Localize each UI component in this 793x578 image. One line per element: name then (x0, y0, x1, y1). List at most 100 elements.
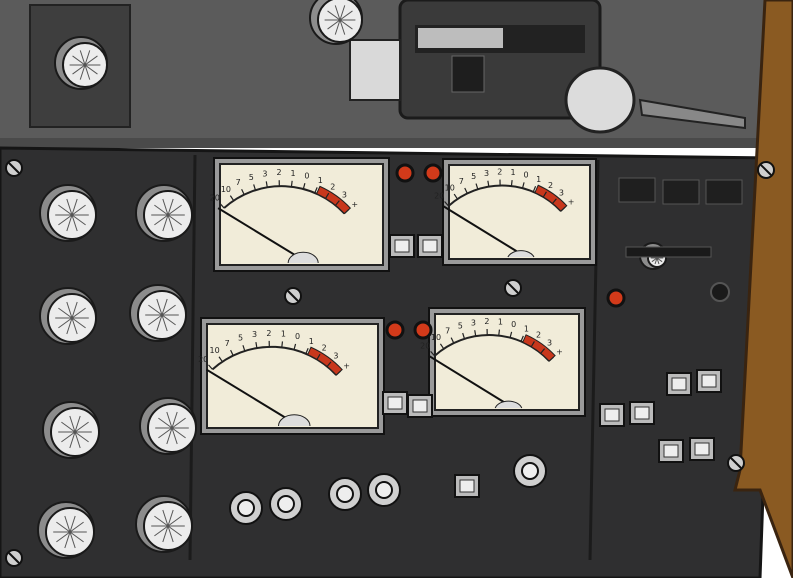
meter-tick (560, 206, 566, 212)
meter-tick (293, 343, 297, 350)
input-jack[interactable] (269, 487, 303, 521)
screw-icon (5, 549, 23, 567)
meter-tick (439, 343, 445, 350)
square-push-button[interactable] (454, 474, 480, 498)
meter-tick (230, 349, 234, 356)
meter-tick (542, 191, 547, 198)
meter-red-zone (522, 334, 556, 362)
meter-scale-label: 1 (291, 169, 296, 178)
input-jack[interactable] (328, 477, 362, 511)
meter-scale-label: 5 (458, 321, 463, 330)
meter-tick (242, 345, 246, 352)
black-button[interactable] (710, 282, 730, 302)
meter-tick (430, 350, 436, 357)
input-jack[interactable] (367, 473, 401, 507)
meter-tick (532, 186, 537, 193)
meter-needle (217, 207, 303, 260)
meter-scale-label: 3 (471, 318, 476, 327)
meter-tick (281, 341, 284, 348)
control-knob[interactable] (129, 284, 187, 342)
dark-switch[interactable] (618, 177, 656, 203)
meter-scale-label: 1 (510, 168, 515, 177)
meter-tick (540, 348, 546, 354)
meter-scale-label: 1 (318, 176, 323, 185)
square-push-button[interactable] (599, 403, 625, 427)
meter-tick (510, 180, 513, 187)
dark-switch[interactable] (705, 179, 743, 205)
meter-scale-label: 3 (333, 352, 338, 361)
red-indicator-lamp (385, 320, 405, 340)
meter-tick (219, 203, 225, 209)
meter-tick (520, 335, 524, 342)
meter-tick (290, 180, 293, 187)
control-knob[interactable] (37, 501, 95, 559)
control-knob[interactable] (42, 401, 100, 459)
meter-scale-label: 5 (238, 334, 243, 343)
control-knob[interactable] (135, 184, 193, 242)
screw-icon (284, 287, 302, 305)
square-push-button[interactable] (658, 439, 684, 463)
meter-scale-label: 3 (252, 330, 257, 339)
screw-icon (504, 279, 522, 297)
control-knob[interactable] (139, 397, 197, 455)
control-knob[interactable] (39, 287, 97, 345)
reel-knob[interactable] (309, 0, 363, 45)
square-push-button[interactable] (666, 372, 692, 396)
meter-tick (335, 370, 342, 376)
square-push-button[interactable] (629, 401, 655, 425)
meter-tick (218, 356, 223, 363)
red-indicator-lamp (606, 288, 626, 308)
meter-scale-label: 5 (471, 172, 476, 181)
meter-tick (241, 188, 245, 195)
meter-scale-label: 0 (295, 332, 300, 341)
square-push-button[interactable] (407, 394, 433, 418)
screw-icon (5, 159, 23, 177)
meter-scale-label: 1 (309, 337, 314, 346)
fader-slot (625, 246, 712, 258)
meter-tick (530, 341, 535, 347)
tape-head-assembly (349, 0, 746, 134)
meter-scale-label: 10 (431, 333, 441, 342)
red-indicator-lamp (395, 163, 415, 183)
meter-tick (552, 198, 557, 204)
meter-scale-label: + (568, 198, 575, 207)
meter-scale-label: 0 (524, 171, 529, 180)
dark-switch[interactable] (662, 179, 700, 205)
input-jack[interactable] (229, 491, 263, 525)
screw-icon (757, 161, 775, 179)
meter-tick (305, 348, 309, 354)
meter-scale-label: 7 (459, 177, 464, 186)
meter-tick (314, 187, 318, 194)
meter-scale-label: 3 (484, 169, 489, 178)
square-push-button[interactable] (389, 234, 415, 258)
square-push-button[interactable] (696, 369, 722, 393)
meter-scale-label: 5 (249, 173, 254, 182)
meter-tick (509, 331, 513, 338)
meter-needle (205, 368, 294, 423)
meter-tick (474, 330, 477, 337)
meter-tick (548, 356, 555, 362)
meter-tick (521, 182, 525, 189)
square-push-button[interactable] (689, 437, 715, 461)
red-indicator-lamp (413, 320, 433, 340)
meter-scale-label: 2 (266, 329, 271, 338)
top-knob[interactable] (54, 36, 108, 90)
meter-scale-label: 10 (221, 185, 231, 194)
input-jack[interactable] (513, 454, 547, 488)
meter-tick (265, 181, 268, 188)
meter-tick (326, 361, 332, 367)
meter-needle (428, 354, 508, 405)
meter-tick (487, 180, 490, 187)
square-push-button[interactable] (417, 234, 443, 258)
control-knob[interactable] (135, 495, 193, 553)
meter-scale-label: + (556, 348, 563, 357)
control-knob[interactable] (39, 184, 97, 242)
meter-scale-label: 20 (198, 355, 208, 364)
meter-scale-label: 7 (236, 178, 241, 187)
meter-scale-label: 2 (484, 317, 489, 326)
square-push-button[interactable] (382, 391, 408, 415)
